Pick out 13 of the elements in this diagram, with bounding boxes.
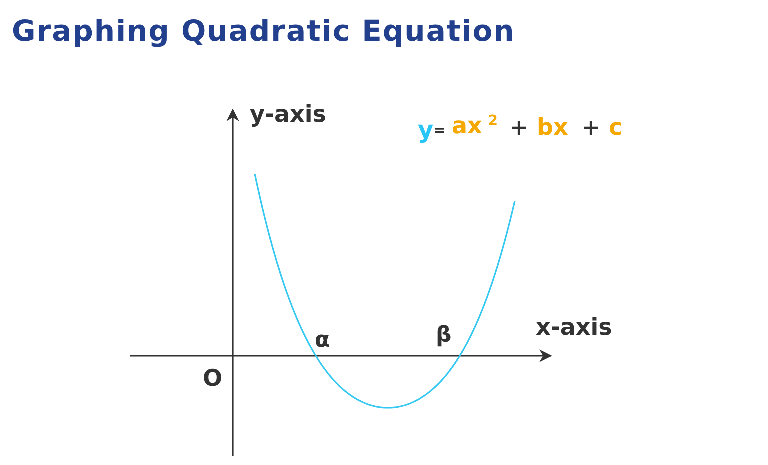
root-label: α bbox=[315, 330, 330, 352]
plus-sign: + bbox=[510, 118, 528, 140]
term-label: bx bbox=[537, 117, 568, 140]
equals-sign: = bbox=[434, 124, 446, 138]
term-label: ax$^{2}$ bbox=[452, 115, 498, 139]
plus-sign: + bbox=[582, 118, 600, 140]
root-label: β bbox=[436, 325, 452, 347]
axis-label: x-axis bbox=[536, 317, 612, 340]
axis-label: y-axis bbox=[250, 104, 326, 127]
variable-label: y bbox=[418, 118, 434, 142]
title: Graphing Quadratic Equation bbox=[12, 17, 516, 46]
origin-label: O bbox=[203, 368, 223, 391]
term-label: c bbox=[609, 117, 623, 140]
